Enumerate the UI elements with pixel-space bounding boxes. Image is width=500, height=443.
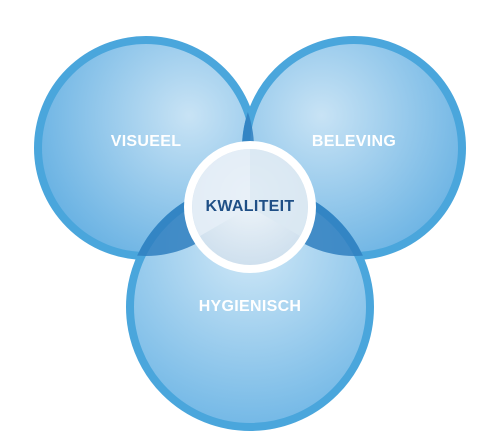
label-hygienisch: HYGIENISCH <box>199 298 302 315</box>
overlap-beleving-hygienisch <box>246 183 374 256</box>
label-kwaliteit: KWALITEIT <box>206 198 295 215</box>
center-circle <box>184 141 316 273</box>
label-beleving: BELEVING <box>312 133 396 150</box>
overlap-visueel-hygienisch <box>126 183 254 256</box>
label-visueel: VISUEEL <box>111 133 182 150</box>
